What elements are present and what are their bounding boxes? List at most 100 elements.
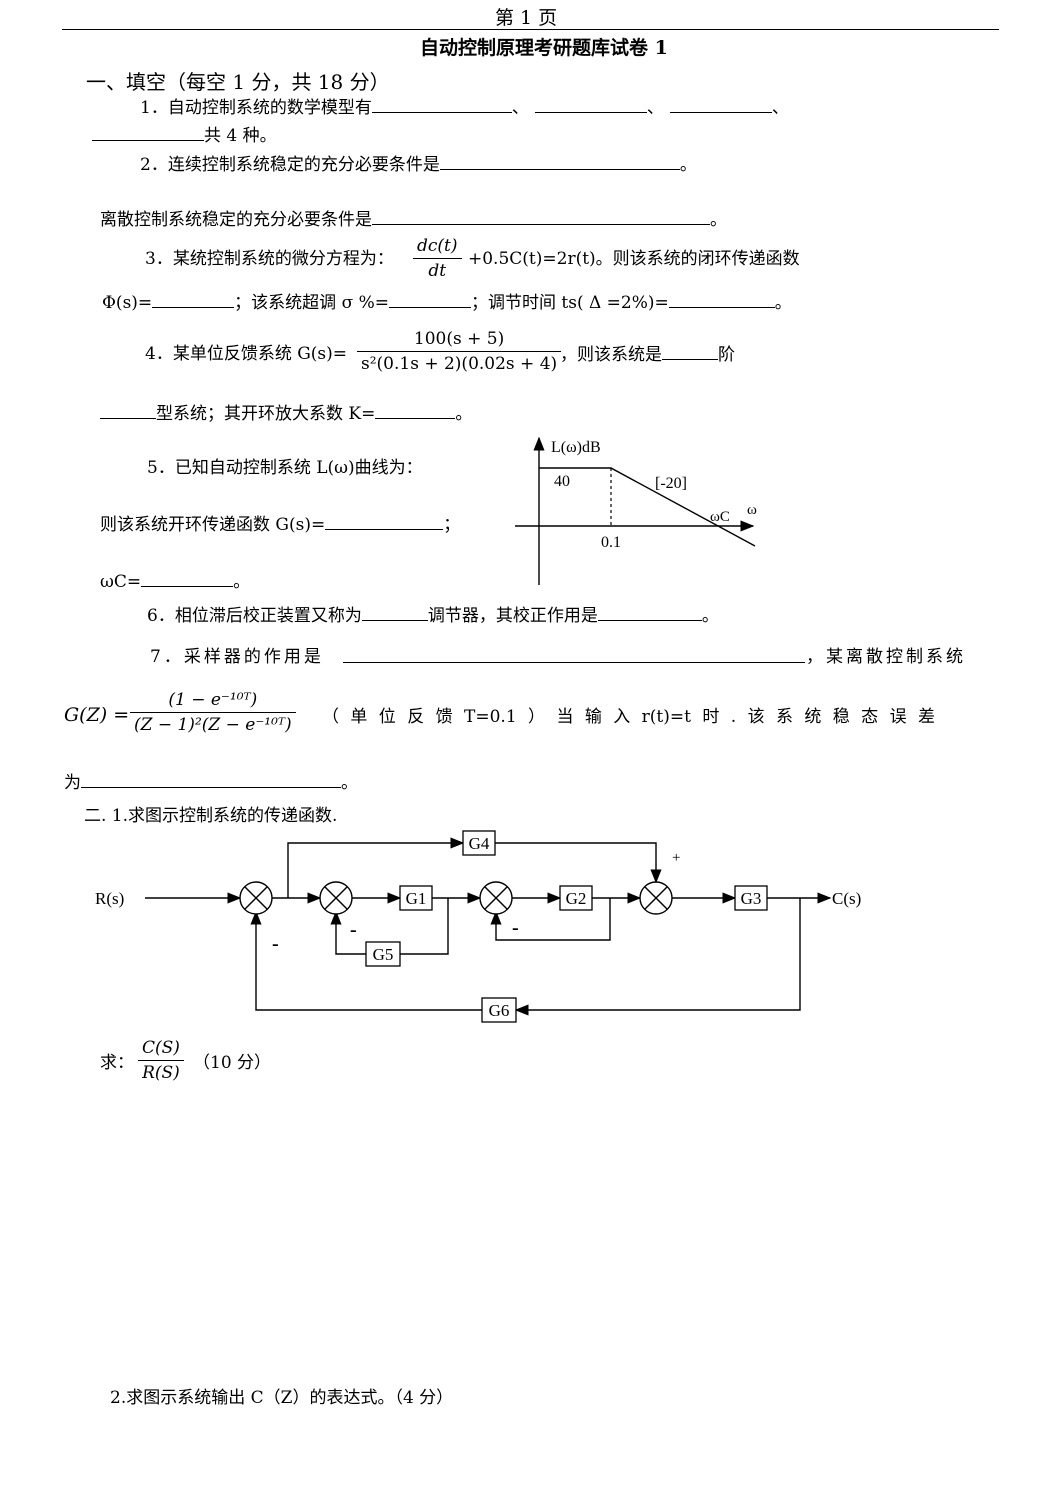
block-g1: [399, 885, 433, 911]
q7-num: (1 − e⁻¹⁰ᵀ): [130, 688, 296, 713]
ask-fraction: C(S)R(S): [138, 1036, 184, 1085]
blank[interactable]: [388, 291, 471, 308]
q3b-phi: Φ(s)=: [102, 293, 153, 313]
blank[interactable]: [343, 646, 805, 663]
q7-gz: G(Z) =: [64, 704, 130, 726]
blank[interactable]: [325, 513, 444, 530]
summing-junction: [239, 881, 273, 915]
blank[interactable]: [100, 402, 156, 419]
block-g6: [481, 997, 517, 1023]
minus-sign: -: [512, 917, 519, 939]
q1-sep: 、: [771, 98, 789, 118]
q3-derivative: dc(t)dt: [413, 234, 462, 283]
minus-sign: -: [350, 919, 357, 941]
question-2: 2．连续控制系统稳定的充分必要条件是 。: [140, 153, 697, 176]
plus-sign: +: [672, 850, 680, 866]
block-g1-label: G1: [406, 889, 427, 908]
period: 。: [710, 210, 727, 230]
page-number: 第 1 页: [495, 7, 558, 29]
ask-prefix: 求：: [100, 1053, 134, 1073]
question-3-suffix: +0.5C(t)=2r(t)。则该系统的闭环传递函数: [468, 249, 800, 269]
ask-num: C(S): [138, 1036, 184, 1061]
period: 。: [679, 155, 697, 175]
q4-fraction: 100(s + 5)s²(0.1s + 2)(0.02s + 4): [357, 327, 562, 376]
input-label: R(s): [95, 889, 124, 908]
blank[interactable]: [141, 570, 234, 587]
blank[interactable]: [92, 124, 204, 141]
question-4: 4．某单位反馈系统 G(s)=: [145, 344, 348, 364]
question-2b: 离散控制系统稳定的充分必要条件是 。: [100, 208, 727, 231]
block-g4: [462, 830, 496, 856]
blank[interactable]: [375, 402, 456, 419]
question-7c: 为。: [64, 771, 358, 794]
q4-num: 100(s + 5): [357, 327, 562, 352]
q4-suffix: ，则该系统是: [560, 345, 662, 365]
question-6: 6．相位滞后校正装置又称为调节器，其校正作用是。: [147, 604, 719, 627]
q6-text: 6．相位滞后校正装置又称为: [147, 606, 362, 626]
question-5c: ωC=。: [100, 570, 250, 593]
q4-den: s²(0.1s + 2)(0.02s + 4): [361, 354, 558, 374]
blank[interactable]: [371, 96, 512, 113]
section2-q2: 2.求图示系统输出 C（Z）的表达式。（4 分）: [110, 1388, 454, 1408]
blank[interactable]: [152, 291, 235, 308]
block-g2-label: G2: [566, 889, 587, 908]
block-g2: [559, 885, 593, 911]
blank[interactable]: [439, 153, 680, 170]
q1-suffix: 共 4 种。: [204, 126, 277, 146]
bode-ylabel: L(ω)dB: [551, 439, 601, 456]
blank[interactable]: [597, 604, 702, 621]
q5b-text: 则该系统开环传递函数 G(s)=: [100, 515, 326, 535]
blank[interactable]: [81, 771, 341, 788]
section-heading: 一、填空（每空 1 分，共 18 分）: [86, 70, 390, 94]
q6-mid: 调节器，其校正作用是: [427, 606, 598, 626]
question-4b: 型系统；其开环放大系数 K=。: [100, 402, 472, 425]
bode-wc: ωC: [710, 509, 730, 525]
blank[interactable]: [361, 604, 428, 621]
question-3b: Φ(s)= ；该系统超调 σ %= ；调节时间 ts( Δ =2%)= 。: [102, 291, 792, 314]
q1-text: 1．自动控制系统的数学模型有: [140, 98, 372, 118]
q3b-overshoot: ；该系统超调 σ %=: [234, 293, 389, 313]
blank[interactable]: [668, 291, 775, 308]
output-label: C(s): [832, 889, 861, 908]
bode-curve: [539, 467, 756, 547]
period: 。: [774, 293, 792, 313]
block-g3: [734, 885, 768, 911]
bode-level: 40: [554, 473, 570, 490]
q3b-ts: ；调节时间 ts( Δ =2%)=: [470, 293, 669, 313]
question-1: 1．自动控制系统的数学模型有、、、: [140, 96, 789, 119]
bode-corner: 0.1: [601, 534, 621, 551]
minus-sign: -: [272, 933, 279, 955]
question-4-suffix: ，则该系统是 阶: [560, 343, 735, 366]
period: 。: [233, 572, 251, 592]
q1-sep: 、: [646, 98, 664, 118]
block-g3-label: G3: [741, 889, 762, 908]
question-7: 7．采样器的作用是: [150, 647, 324, 667]
blank[interactable]: [534, 96, 647, 113]
summing-junction: [639, 881, 673, 915]
summing-junction: [319, 881, 353, 915]
paper-title: 自动控制原理考研题库试卷 1: [420, 37, 668, 59]
bode-plot: L(ω)dB 40 [-20] ωC ω 0.1: [515, 436, 757, 585]
q4-order: 阶: [718, 345, 735, 365]
question-5b: 则该系统开环传递函数 G(s)= ；: [100, 513, 460, 536]
q4b-text: 型系统；其开环放大系数 K=: [156, 404, 376, 424]
q7c-text: 为: [64, 773, 81, 793]
blank[interactable]: [662, 343, 718, 360]
derivative-fraction: dc(t)dt: [413, 234, 462, 283]
q2b-text: 离散控制系统稳定的充分必要条件是: [100, 210, 372, 230]
q7-fraction: (1 − e⁻¹⁰ᵀ)(Z − 1)²(Z − e⁻¹⁰ᵀ): [130, 688, 296, 737]
block-g5: [365, 941, 401, 967]
q2-text: 2．连续控制系统稳定的充分必要条件是: [140, 155, 440, 175]
blank[interactable]: [372, 208, 710, 225]
bode-slope: [-20]: [655, 475, 687, 492]
section2-q1: 二. 1.求图示控制系统的传递函数.: [84, 806, 338, 826]
semicolon: ；: [443, 515, 461, 535]
header-rule: [62, 29, 999, 30]
ask-den: R(S): [142, 1063, 180, 1083]
period: 。: [341, 773, 358, 793]
bode-omega: ω: [747, 502, 757, 518]
question-1-cont: 共 4 种。: [92, 124, 277, 147]
blank[interactable]: [669, 96, 772, 113]
q7-den: (Z − 1)²(Z − e⁻¹⁰ᵀ): [134, 715, 292, 735]
summing-junctions: [239, 881, 673, 915]
